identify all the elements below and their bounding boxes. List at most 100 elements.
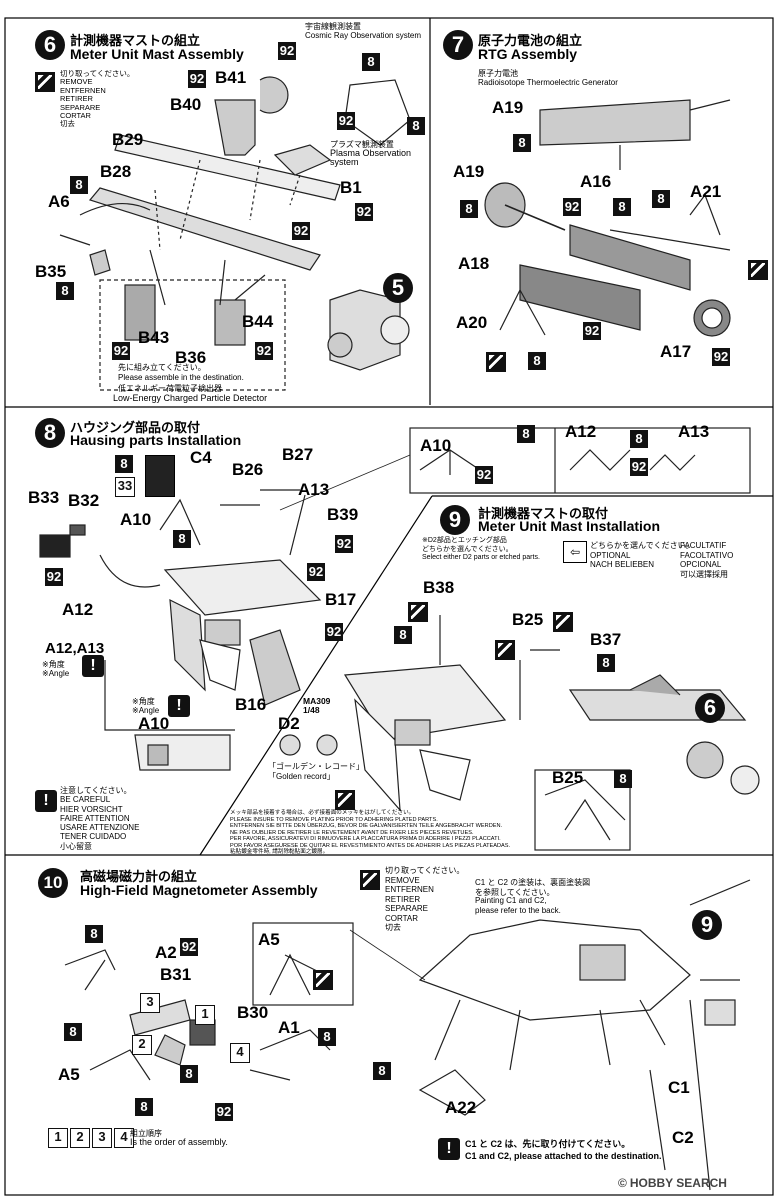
part-label-a19: A19	[453, 162, 485, 181]
paint-badge: 8	[652, 190, 670, 208]
next-step-9-marker: 9	[692, 910, 722, 940]
plasma-label-ja: プラズマ観測装置	[330, 140, 394, 149]
option-note: ※D2部品とエッチング部品 どちらかを選んでください。 Select eithe…	[422, 537, 540, 561]
paint-badge: 92	[180, 938, 198, 956]
part-label-b38: B38	[423, 578, 455, 597]
paint-badge: 8	[513, 134, 531, 152]
caution-icon: !	[82, 655, 104, 677]
part-label-d2: D2	[278, 714, 300, 733]
paint-c1-c2-note-en: Painting C1 and C2, please refer to the …	[475, 896, 561, 915]
part-label-a5-inset: A5	[258, 930, 280, 949]
careful-note: 注意してください。 BE CAREFUL HIER VORSICHT FAIRE…	[60, 786, 140, 851]
order-step-2-marker: 2	[132, 1035, 152, 1055]
step-8-number: 8	[35, 418, 65, 448]
paint-badge: 92	[563, 198, 581, 216]
assemble-note-en: Please assemble in the destination.	[118, 373, 244, 382]
part-label-b29: B29	[112, 130, 144, 149]
part-label-a22: A22	[445, 1098, 477, 1117]
cut-icon	[313, 970, 333, 990]
inset-a13-label: A13	[678, 422, 710, 441]
paint-badge: 92	[583, 322, 601, 340]
part-label-b43: B43	[138, 328, 170, 347]
paint-badge: 8	[115, 455, 133, 473]
paint-badge: 8	[56, 282, 74, 300]
a10-detail-label: A10	[138, 714, 170, 733]
part-label-a19-top: A19	[492, 98, 524, 117]
paint-badge: 8	[373, 1062, 391, 1080]
watermark: © HOBBY SEARCH	[618, 1176, 727, 1190]
angle-note-ja: ※角度	[42, 660, 65, 669]
part-label-b37: B37	[590, 630, 622, 649]
paint-badge: 8	[135, 1098, 153, 1116]
paint-badge: 8	[85, 925, 103, 943]
cut-icon	[486, 352, 506, 372]
inset-a10-label: A10	[420, 436, 452, 455]
rtg-label-en: Radioisotope Thermoelectric Generator	[478, 78, 618, 87]
step-8-title-ja: ハウジング部品の取付	[70, 420, 201, 435]
paint-badge: 8	[180, 1065, 198, 1083]
order-note-en: Is the order of assembly.	[130, 1137, 228, 1147]
plating-icon	[335, 790, 355, 810]
part-label-c4: C4	[190, 448, 212, 467]
order-step-4-marker: 4	[230, 1043, 250, 1063]
paint-badge: 92	[335, 535, 353, 553]
part-label-c1: C1	[668, 1078, 690, 1097]
assemble-note-ja: 先に組み立てください。	[118, 363, 206, 372]
golden-record-ja: 「ゴールデン・レコード」	[268, 762, 364, 771]
paint-badge: 8	[173, 530, 191, 548]
paint-badge: 92	[215, 1103, 233, 1121]
caution-icon: !	[438, 1138, 460, 1160]
paint-badge: 8	[407, 117, 425, 135]
cut-icon	[360, 870, 380, 890]
ma309-label: MA309 1/48	[303, 696, 331, 715]
step-10-cut-note: 切り取ってください。 REMOVE ENTFERNEN RETIRER SEPA…	[385, 866, 465, 932]
paint-badge: 92	[278, 42, 296, 60]
inset-a12-label: A12	[565, 422, 597, 441]
paint-badge: 8	[614, 770, 632, 788]
paint-c1-c2-note-ja: C1 と C2 の塗装は、裏面塗装図 を参照してください。	[475, 878, 591, 897]
paint-badge: 8	[460, 200, 478, 218]
paint-badge: 8	[318, 1028, 336, 1046]
paint-badge: 92	[188, 70, 206, 88]
part-label-b35: B35	[35, 262, 67, 281]
order-num: 1	[48, 1128, 68, 1148]
part-label-a6: A6	[48, 192, 70, 211]
cut-icon	[408, 602, 428, 622]
part-label-b40: B40	[170, 95, 202, 114]
lecp-label-ja: 低エネルギー荷電粒子検出器	[118, 384, 222, 393]
paint-badge: 8	[613, 198, 631, 216]
part-label-a20: A20	[456, 313, 488, 332]
part-label-a1: A1	[278, 1018, 300, 1037]
caution-icon: !	[35, 790, 57, 812]
step-8-title-en: Hausing parts Installation	[70, 432, 242, 448]
step-10-title-en: High-Field Magnetometer Assembly	[80, 882, 318, 898]
order-step-1-marker: 1	[195, 1005, 215, 1025]
golden-record-en: 「Golden record」	[268, 772, 335, 781]
step-7-title-en: RTG Assembly	[478, 46, 578, 62]
part-label-a21: A21	[690, 182, 722, 201]
step-10-number: 10	[38, 868, 68, 898]
part-label-b39: B39	[327, 505, 359, 524]
optional-arrow-icon: ⇦	[563, 541, 587, 563]
cut-icon	[35, 72, 55, 92]
cosmic-ray-label-en: Cosmic Ray Observation system	[305, 31, 422, 40]
angle2-note-en: ※Angle	[132, 706, 160, 715]
step-6-cut-note: 切り取ってください。 REMOVE ENTFERNEN RETIRER SEPA…	[60, 69, 135, 129]
paint-badge: 92	[712, 348, 730, 366]
step-9-number: 9	[440, 505, 470, 535]
paint-badge: 92	[255, 342, 273, 360]
part-label-a12: A12	[62, 600, 94, 619]
step-7-title-ja: 原子力電池の組立	[478, 33, 583, 48]
paint-badge: 8	[528, 352, 546, 370]
part-label-b28: B28	[100, 162, 132, 181]
next-step-5-marker: 5	[383, 273, 413, 303]
order-step-3-marker: 3	[140, 993, 160, 1013]
part-label-b36: B36	[175, 348, 207, 367]
step-9-title-ja: 計測機器マストの取付	[478, 506, 609, 521]
paint-badge: 8	[70, 176, 88, 194]
copyright-mark: ©	[618, 1176, 627, 1190]
paint-badge: 92	[630, 458, 648, 476]
cut-icon	[748, 260, 768, 280]
paint-badge: 8	[394, 626, 412, 644]
rtg-label-ja: 原子力電池	[478, 69, 518, 78]
